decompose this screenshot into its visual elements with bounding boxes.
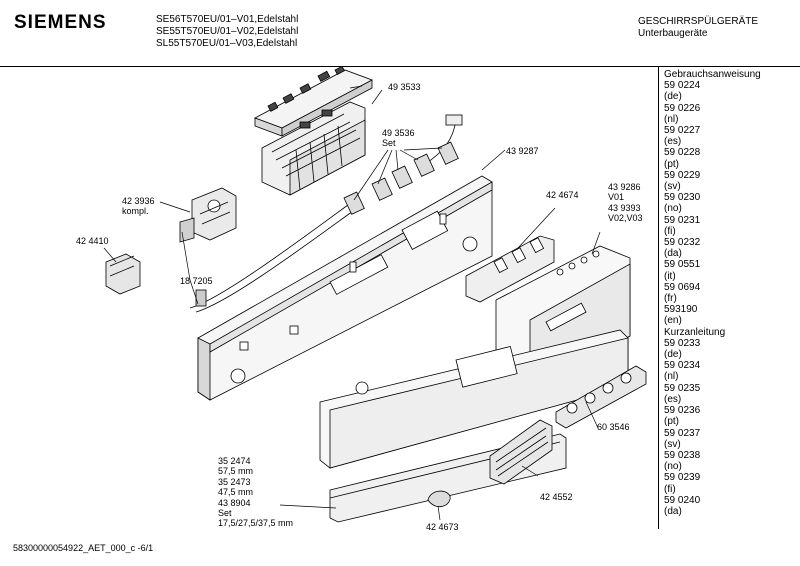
documentation-list-line: 59 0227 <box>664 125 701 137</box>
documentation-list-line: (nl) <box>664 113 679 125</box>
model-line: SE55T570EU/01–V02,Edelstahl <box>156 26 299 37</box>
documentation-list-line: 59 0228 <box>664 147 701 159</box>
documentation-list-line: Gebrauchsanweisung <box>664 69 761 80</box>
documentation-list-line: (da) <box>664 248 682 260</box>
document-code: 58300000054922_AET_000_c -6/1 <box>13 543 154 553</box>
model-line: SL55T570EU/01–V03,Edelstahl <box>156 38 298 49</box>
label-line: Set <box>218 508 232 519</box>
label-line: 43 8904 <box>218 497 251 508</box>
label-423936: 42 3936 kompl. <box>122 196 155 217</box>
documentation-list-line: (nl) <box>664 371 679 383</box>
documentation-list-line: (es) <box>664 136 682 148</box>
documentation-list-line: 59 0694 <box>664 281 701 293</box>
model-line: SE56T570EU/01–V01,Edelstahl <box>156 14 299 25</box>
keypad-strip-part <box>254 65 373 137</box>
documentation-list-line: (fi) <box>664 483 676 495</box>
label-line: 35 2474 <box>218 456 251 466</box>
cable-harness-part <box>189 114 463 313</box>
label-line: V02,V03 <box>608 213 643 224</box>
documentation-list-line: (es) <box>664 393 682 405</box>
documentation-list-line: 59 0234 <box>664 360 701 372</box>
documentation-list-line: 59 0229 <box>664 169 701 181</box>
documentation-list-line: 59 0231 <box>664 214 701 226</box>
documentation-list-line: (fi) <box>664 225 676 237</box>
label-line: 42 3936 <box>122 196 155 206</box>
control-panel-frame-part <box>197 175 493 401</box>
electronic-module-part <box>261 101 366 196</box>
label-line: 17,5/27,5/37,5 mm <box>218 518 294 529</box>
label-line: 47,5 mm <box>218 487 254 498</box>
documentation-list-line: (fr) <box>664 293 677 305</box>
label-424552: 42 4552 <box>540 492 573 502</box>
latch-part <box>427 490 451 508</box>
label-603546: 60 3546 <box>597 422 630 432</box>
label-352474: 35 2474 57,5 mm 35 2473 47,5 mm 43 8904 … <box>218 456 293 529</box>
model-list: SE56T570EU/01–V01,Edelstahl SE55T570EU/0… <box>156 14 298 50</box>
label-line: kompl. <box>122 206 149 217</box>
documentation-list-line: (sv) <box>664 438 681 450</box>
documentation-list-line: (pt) <box>664 416 679 428</box>
category-block: GESCHIRRSPÜLGERÄTE Unterbaugeräte <box>638 16 758 40</box>
brand-logo: SIEMENS <box>14 12 107 33</box>
label-line: 49 3536 <box>382 128 415 138</box>
label-187205: 18 7205 <box>180 276 213 286</box>
category-subtitle: Unterbaugeräte <box>638 28 708 39</box>
handle-part <box>489 419 553 485</box>
documentation-list-line: 593190 <box>664 304 698 316</box>
label-line: 35 2473 <box>218 476 251 487</box>
sidebar-divider <box>658 66 659 529</box>
label-line: 43 9393 <box>608 202 641 213</box>
documentation-list-line: (en) <box>664 315 682 327</box>
documentation-list-line: (sv) <box>664 181 681 193</box>
documentation-list-line: 59 0239 <box>664 472 701 484</box>
label-424674: 42 4674 <box>546 190 579 200</box>
documentation-list-line: 59 0240 <box>664 494 701 506</box>
documentation-list-line: 59 0235 <box>664 382 701 394</box>
documentation-list-line: (de) <box>664 91 682 103</box>
documentation-list-line: (it) <box>664 270 676 282</box>
label-439287: 43 9287 <box>506 146 539 156</box>
leader-lines <box>103 85 601 521</box>
label-line: 43 9286 <box>608 182 641 192</box>
documentation-list-line: 59 0226 <box>664 102 701 114</box>
label-line: Set <box>382 138 396 149</box>
category-title: GESCHIRRSPÜLGERÄTE <box>638 16 759 27</box>
label-493533: 49 3533 <box>388 82 421 92</box>
documentation-list-line: (no) <box>664 461 682 473</box>
documentation-list-line: 59 0551 <box>664 259 701 271</box>
documentation-list-line: (da) <box>664 505 682 517</box>
documentation-list-line: (de) <box>664 349 682 361</box>
documentation-list-line: 59 0232 <box>664 237 701 249</box>
documentation-list-line: 59 0238 <box>664 449 701 461</box>
clip-part <box>105 253 141 295</box>
label-424410: 42 4410 <box>76 236 109 246</box>
documentation-list-line: 59 0236 <box>664 405 701 417</box>
label-493536: 49 3536 Set <box>382 128 415 149</box>
documentation-list-line: 59 0224 <box>664 80 701 92</box>
documentation-list-line: 59 0237 <box>664 427 701 439</box>
button-set-part <box>555 365 647 429</box>
header-divider <box>0 66 800 67</box>
label-439286: 43 9286 V01 43 9393 V02,V03 <box>608 182 643 224</box>
switch-part <box>179 187 237 243</box>
documentation-list-line: Kurzanleitung <box>664 326 726 338</box>
documentation-list-line: (no) <box>664 203 682 215</box>
label-424673: 42 4673 <box>426 522 459 532</box>
documentation-list-line: 59 0233 <box>664 337 701 349</box>
display-board-part <box>465 235 555 303</box>
door-front-panel-part <box>319 329 629 469</box>
documentation-list-line: 59 0230 <box>664 192 701 204</box>
label-line: V01 <box>608 192 625 203</box>
documentation-list-line: (pt) <box>664 158 679 170</box>
label-line: 57,5 mm <box>218 466 254 477</box>
